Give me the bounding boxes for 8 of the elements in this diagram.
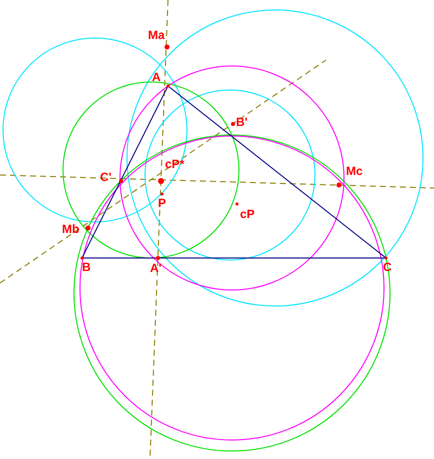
- point-label: cP: [240, 208, 255, 221]
- point-label: Mc: [346, 165, 363, 178]
- point-label: A': [150, 262, 162, 275]
- point-label: B': [236, 116, 248, 129]
- point-label: B: [82, 261, 91, 274]
- point-label: Ma: [148, 29, 165, 42]
- point-label: Mb: [62, 223, 80, 236]
- point-label: A: [152, 71, 161, 84]
